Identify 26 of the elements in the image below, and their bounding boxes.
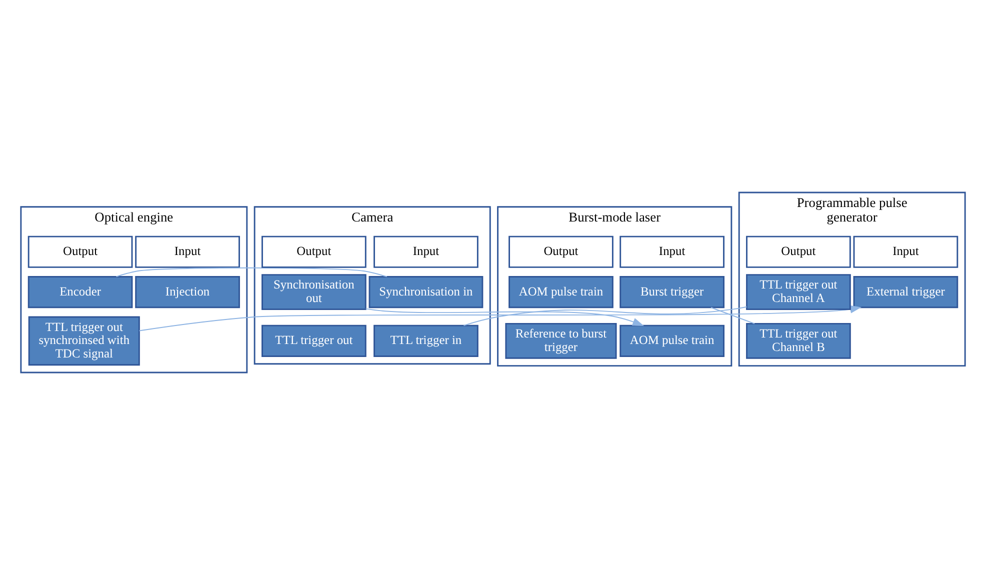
- node-box: Output: [262, 236, 366, 268]
- arrow: [138, 305, 862, 332]
- node-box: Injection: [135, 276, 240, 308]
- node-box: Reference to burst trigger: [505, 322, 617, 359]
- node-box: Input: [620, 236, 724, 268]
- node-box: AOM pulse train: [620, 324, 724, 357]
- node-box: External trigger: [853, 276, 958, 308]
- node-box: Output: [508, 236, 614, 268]
- node-box: Input: [853, 236, 958, 268]
- node-box: Encoder: [28, 276, 133, 308]
- node-box: TTL trigger out: [262, 324, 366, 357]
- node-box: Output: [28, 236, 133, 268]
- connector: [463, 306, 748, 326]
- node-box: Output: [746, 236, 851, 268]
- node-box: TTL trigger in: [374, 324, 478, 357]
- node-box: AOM pulse train: [508, 276, 614, 308]
- node-box: Input: [135, 236, 240, 268]
- node-box: Input: [374, 236, 478, 268]
- arrow: [365, 308, 644, 326]
- node-box: TTL trigger out Channel B: [746, 322, 851, 359]
- connector: [710, 307, 756, 324]
- node-box: Synchronisation in: [368, 276, 484, 308]
- node-box: Burst trigger: [620, 276, 724, 308]
- node-box: TTL trigger out synchroinsed with TDC signal: [28, 316, 140, 366]
- node-box: TTL trigger out Channel A: [746, 274, 851, 310]
- node-box: Synchronisation out: [262, 274, 366, 310]
